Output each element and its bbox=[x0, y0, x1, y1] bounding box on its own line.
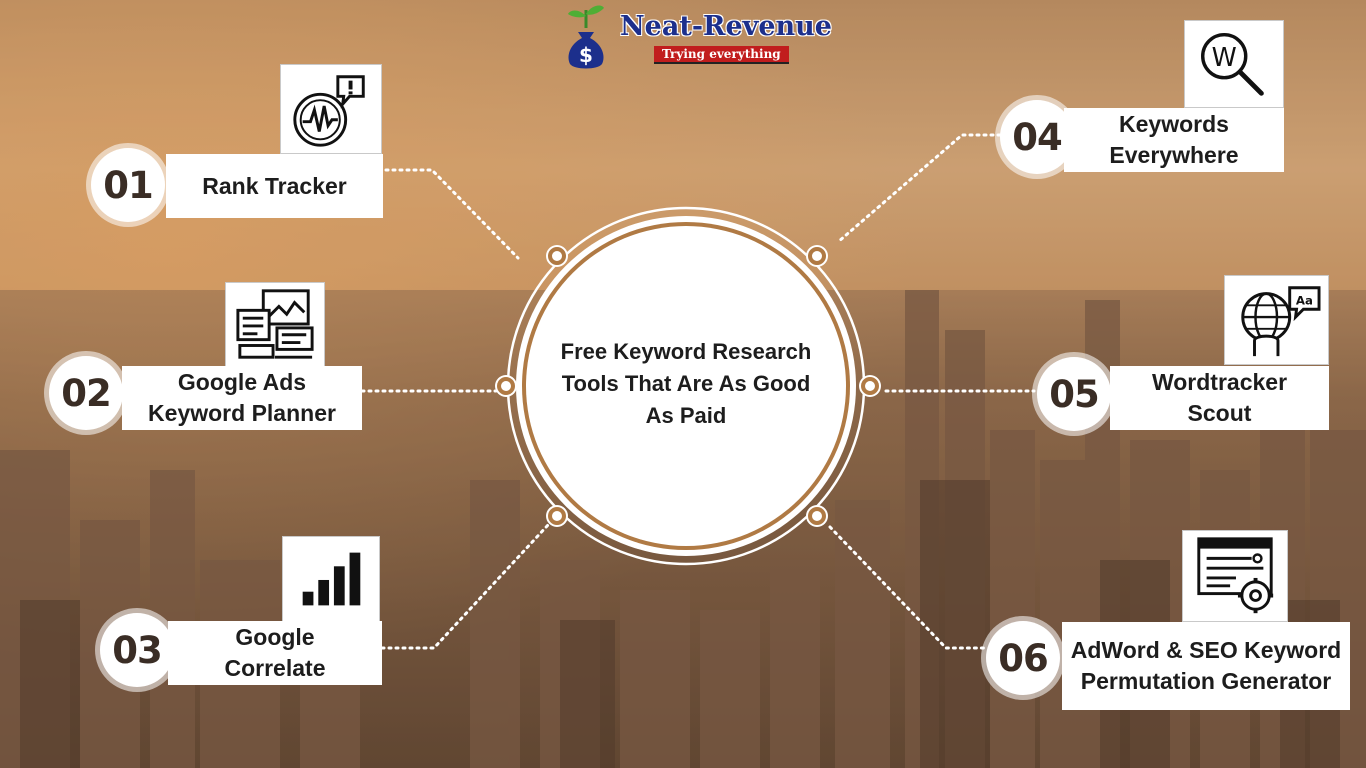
ring-node-04 bbox=[808, 247, 826, 265]
tool-label-05: Wordtracker Scout bbox=[1151, 369, 1288, 426]
brand-tagline: Trying everything bbox=[654, 46, 789, 64]
label-box-06: AdWord & SEO Keyword Permutation Generat… bbox=[1062, 622, 1350, 710]
connector-01 bbox=[384, 168, 520, 260]
number-disc-02: 02 bbox=[49, 356, 123, 430]
tool-label-04: Keywords Everywhere bbox=[1109, 111, 1239, 168]
label-box-02: Google Ads Keyword Planner bbox=[122, 366, 362, 430]
label-box-04: Keywords Everywhere bbox=[1064, 108, 1284, 172]
tool-label-02: Google Ads Keyword Planner bbox=[148, 369, 336, 426]
tool-number-03: 03 bbox=[112, 628, 162, 672]
number-disc-03: 03 bbox=[100, 613, 174, 687]
ads-dashboard-icon bbox=[236, 289, 314, 359]
tool-number-01: 01 bbox=[103, 163, 153, 207]
tool-label-03: Google Correlate bbox=[224, 624, 326, 681]
tool-number-02: 02 bbox=[61, 371, 111, 415]
connector-06 bbox=[828, 525, 990, 650]
svg-text:W: W bbox=[1212, 42, 1237, 72]
pulse-alert-icon bbox=[293, 75, 365, 147]
brand-name: Neat-Revenue bbox=[620, 11, 832, 42]
tool-label-06: AdWord & SEO Keyword Permutation Generat… bbox=[1070, 637, 1342, 694]
globe-speaker-icon: Aa bbox=[1241, 286, 1321, 357]
ring-node-02 bbox=[497, 377, 515, 395]
connector-04 bbox=[836, 133, 1002, 244]
label-box-05: Wordtracker Scout bbox=[1110, 366, 1329, 430]
w-magnifier-icon: W bbox=[1201, 32, 1264, 96]
ring-node-01 bbox=[548, 247, 566, 265]
tool-number-05: 05 bbox=[1049, 372, 1099, 416]
money-bag-plant-icon: $ bbox=[568, 5, 604, 69]
icon-box-02 bbox=[225, 282, 325, 367]
number-disc-06: 06 bbox=[986, 621, 1060, 695]
ring-node-03 bbox=[548, 507, 566, 525]
number-disc-05: 05 bbox=[1037, 357, 1111, 431]
icon-box-04: W bbox=[1184, 20, 1284, 108]
icon-box-01 bbox=[280, 64, 382, 154]
center-circle: Free Keyword Research Tools That Are As … bbox=[505, 205, 867, 567]
brand-logo[interactable]: $ Neat-Revenue Trying everything bbox=[562, 2, 862, 72]
label-box-01: Rank Tracker bbox=[166, 154, 383, 218]
svg-text:Aa: Aa bbox=[1296, 293, 1313, 307]
number-disc-01: 01 bbox=[91, 148, 165, 222]
tool-label-01: Rank Tracker bbox=[202, 172, 347, 199]
center-title: Free Keyword Research Tools That Are As … bbox=[560, 339, 812, 428]
icon-box-03 bbox=[282, 536, 380, 622]
ring-node-05 bbox=[861, 377, 879, 395]
tool-number-04: 04 bbox=[1012, 115, 1062, 159]
center-disc bbox=[526, 226, 846, 546]
icon-box-06 bbox=[1182, 530, 1288, 622]
bar-chart-icon bbox=[302, 552, 361, 606]
svg-text:$: $ bbox=[579, 43, 593, 67]
icon-box-05: Aa bbox=[1224, 275, 1329, 365]
ring-node-06 bbox=[808, 507, 826, 525]
browser-gear-icon bbox=[1197, 537, 1274, 614]
number-disc-04: 04 bbox=[1000, 100, 1074, 174]
tool-number-06: 06 bbox=[998, 636, 1048, 680]
connector-03 bbox=[380, 523, 550, 650]
label-box-03: Google Correlate bbox=[168, 621, 382, 685]
